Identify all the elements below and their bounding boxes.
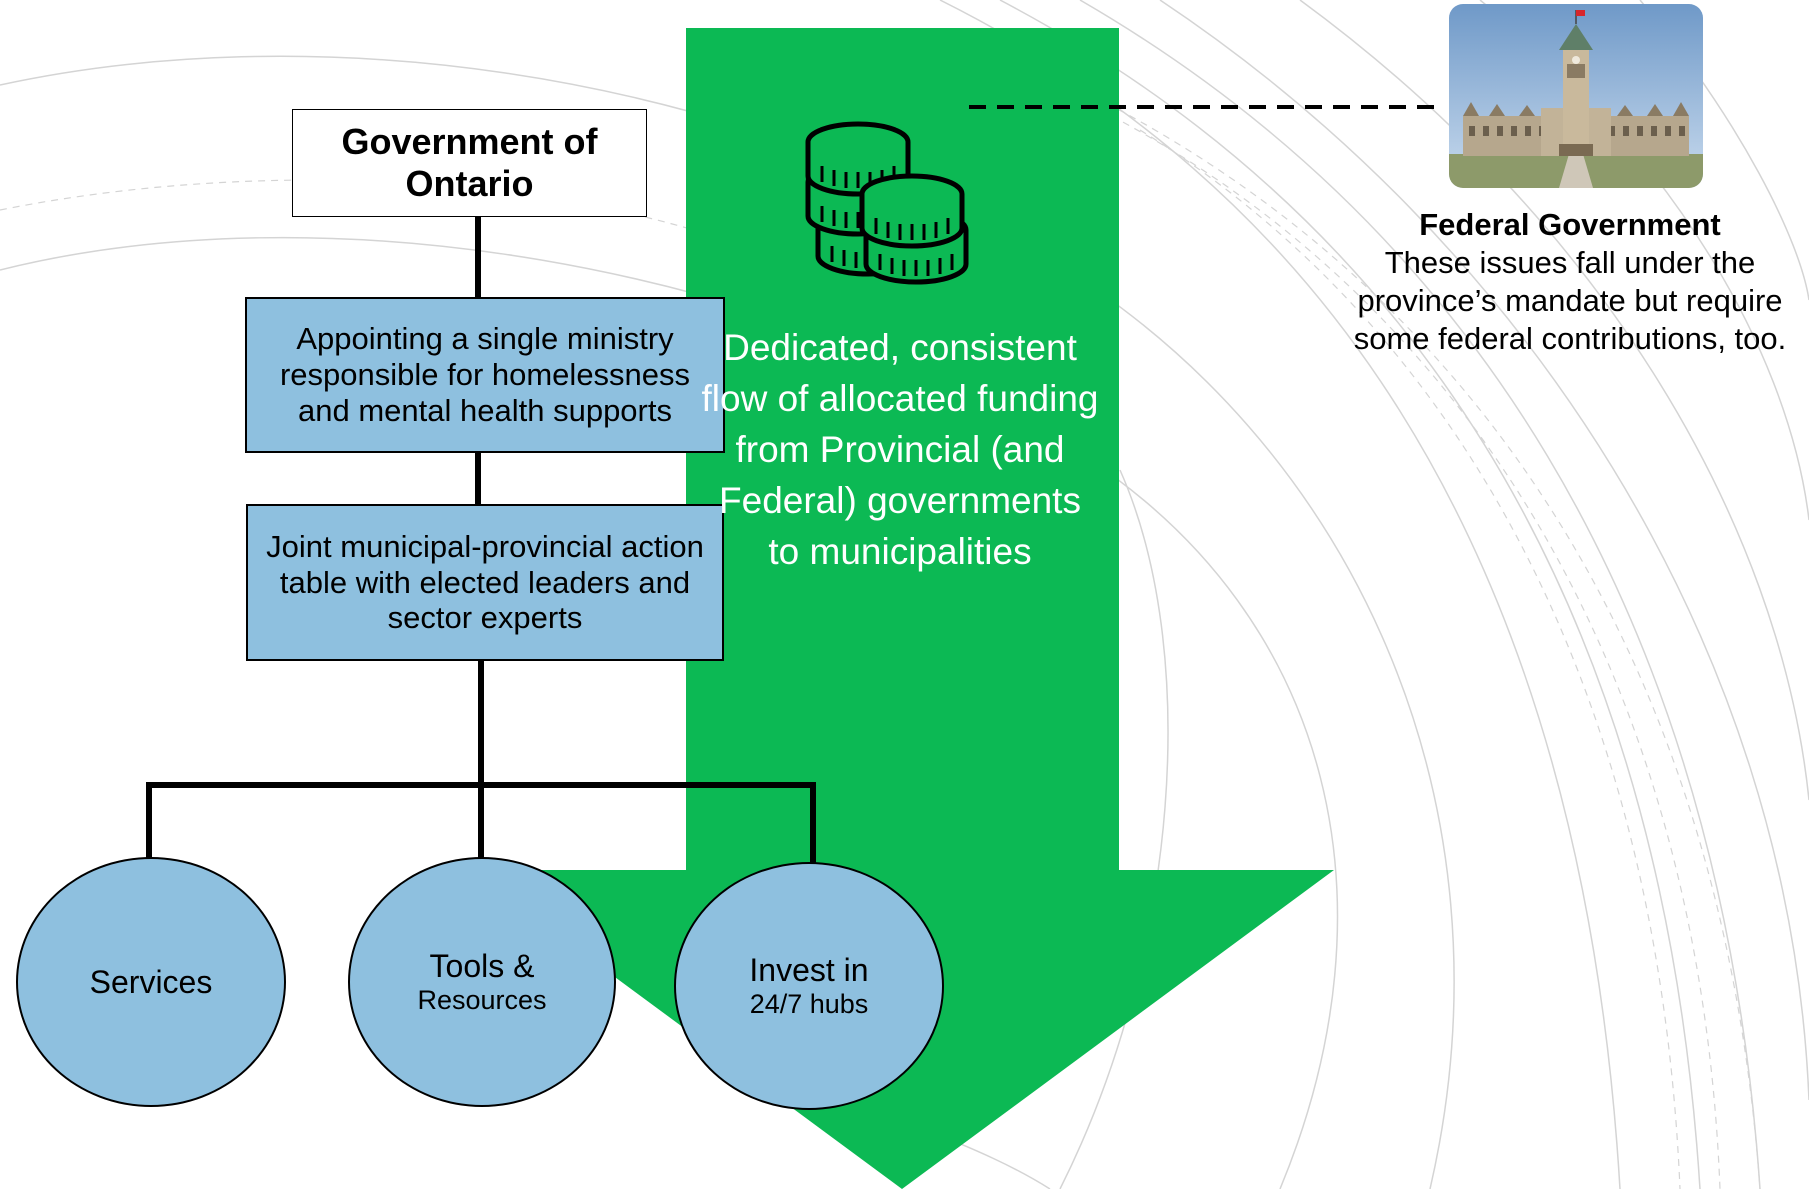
invest-hubs-circle: Invest in 24/7 hubs: [674, 862, 944, 1110]
hubs-label: 24/7 hubs: [749, 988, 869, 1019]
government-of-ontario-label: Government of Ontario: [341, 121, 598, 204]
federal-government-description: These issues fall under the province’s m…: [1353, 245, 1787, 356]
single-ministry-box: Appointing a single ministry responsible…: [245, 297, 725, 453]
invest-label: Invest in: [749, 952, 869, 989]
action-table-box: Joint municipal-provincial action table …: [246, 504, 724, 661]
services-label: Services: [89, 963, 213, 1000]
federal-government-title: Federal Government: [1419, 207, 1721, 242]
services-circle: Services: [16, 857, 286, 1107]
tools-label: Tools &: [429, 948, 535, 985]
tools-resources-circle: Tools & Resources: [348, 857, 616, 1107]
government-of-ontario-box: Government of Ontario: [292, 109, 647, 217]
single-ministry-label: Appointing a single ministry responsible…: [279, 321, 691, 428]
parliament-building-photo: [1449, 4, 1703, 188]
funding-flow-text: Dedicated, consistent flow of allocated …: [701, 327, 1099, 572]
resources-label: Resources: [417, 984, 547, 1015]
federal-government-block: Federal Government These issues fall und…: [1335, 206, 1805, 358]
action-table-label: Joint municipal-provincial action table …: [266, 528, 704, 636]
coins-icon: [805, 121, 969, 285]
